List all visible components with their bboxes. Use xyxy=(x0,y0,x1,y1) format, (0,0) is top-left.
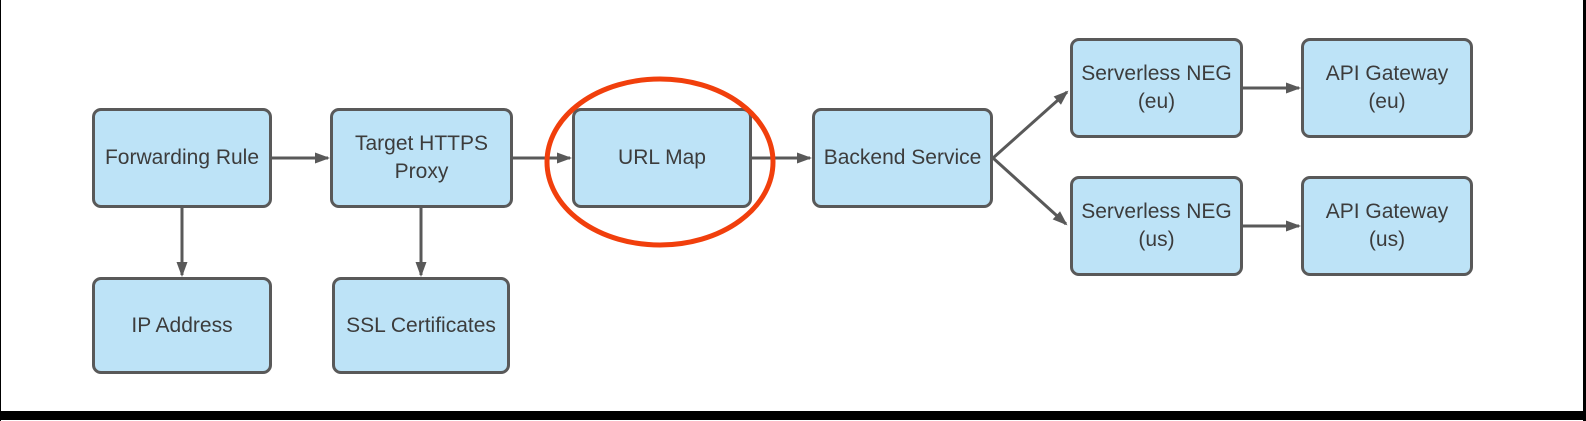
node-forwarding-rule: Forwarding Rule xyxy=(92,108,272,208)
node-label: Target HTTPS xyxy=(354,132,489,155)
node-label: (us) xyxy=(1138,228,1175,251)
node-label: SSL Certificates xyxy=(346,313,496,337)
frame-right-border xyxy=(1583,0,1586,421)
node-url-map: URL Map xyxy=(572,108,752,208)
frame-left-border xyxy=(0,0,1,421)
node-ip-address: IP Address xyxy=(92,277,272,374)
edge-backend-service-to-serverless-neg-eu xyxy=(992,90,1069,160)
edge-backend-service-to-serverless-neg-us xyxy=(991,156,1068,226)
node-label: (us) xyxy=(1368,228,1406,251)
frame-bottom-border xyxy=(0,411,1586,420)
node-label: Forwarding Rule xyxy=(104,146,260,169)
node-api-gateway-us: API Gateway (us) xyxy=(1301,176,1473,276)
node-label: (eu) xyxy=(1137,90,1176,113)
node-ssl-certificates: SSL Certificates xyxy=(332,277,510,374)
node-serverless-neg-us: Serverless NEG (us) xyxy=(1070,176,1243,276)
node-label: URL Map xyxy=(618,146,706,169)
node-label: API Gateway xyxy=(1325,62,1449,85)
node-label: IP Address xyxy=(131,313,233,337)
node-label: Serverless NEG xyxy=(1081,200,1232,223)
node-label: Proxy xyxy=(394,160,449,183)
node-label: Backend Service xyxy=(823,146,982,169)
node-label: (eu) xyxy=(1368,90,1406,113)
node-api-gateway-eu: API Gateway (eu) xyxy=(1301,38,1473,138)
node-backend-service: Backend Service xyxy=(812,108,993,208)
node-target-https-proxy: Target HTTPS Proxy xyxy=(330,108,513,208)
node-serverless-neg-eu: Serverless NEG (eu) xyxy=(1070,38,1243,138)
node-label: API Gateway xyxy=(1325,200,1449,223)
node-label: Serverless NEG xyxy=(1081,62,1232,85)
